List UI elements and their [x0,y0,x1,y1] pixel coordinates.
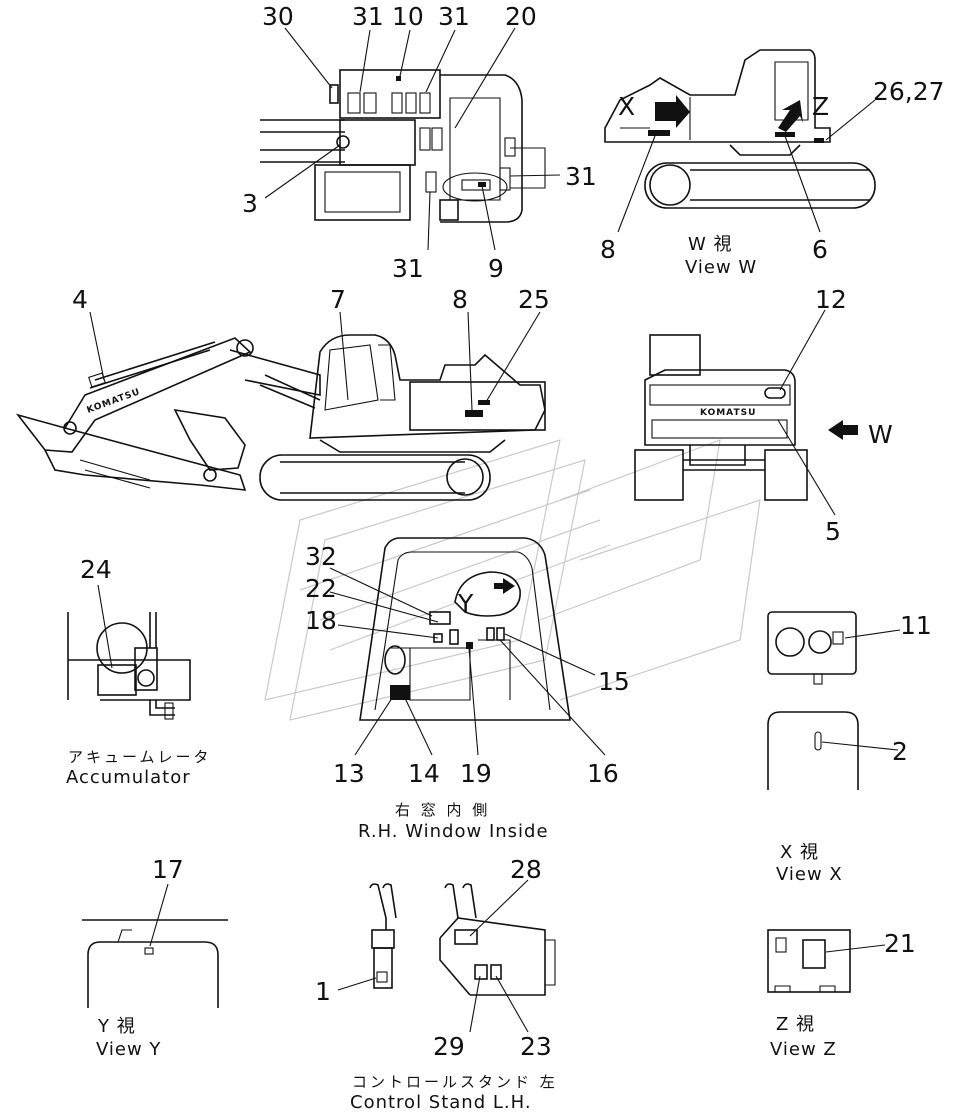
callout-3: 3 [242,189,258,218]
view-z-figure [767,929,851,993]
caption-view-z-jp: Z 視 [776,1014,815,1035]
brand-komatsu-rear: KOMATSU [700,408,756,418]
callout-9: 9 [488,254,504,283]
callout-10: 10 [392,2,424,31]
label-z: Z [812,92,829,121]
view-y-figure [82,919,228,1008]
label-y: Y [457,589,474,618]
watermark [264,439,761,721]
callout-26-27: 26,27 [873,77,945,106]
callout-32: 32 [305,542,337,571]
callout-31c: 31 [565,162,597,191]
callouts-control-stand: 28 1 29 23 コントロールスタンド 左 Control Stand L.… [315,855,558,1113]
callout-14: 14 [408,759,440,788]
callouts-top-view: 30 31 10 31 20 3 31 31 9 [242,2,597,283]
callout-11: 11 [900,611,932,640]
caption-view-z-en: View Z [770,1039,837,1060]
callout-19: 19 [460,759,492,788]
callout-18: 18 [305,606,337,635]
top-view-figure [260,69,546,223]
callouts-rh-window: 32 22 18 15 16 13 14 19 Y 右 窓 内 側 R.H. W… [305,542,630,842]
callout-5: 5 [825,517,841,546]
rh-window-figure [359,537,571,721]
view-x-figure [767,611,859,790]
callout-4: 4 [72,285,88,314]
callout-17: 17 [152,855,184,884]
caption-rh-window-jp: 右 窓 内 側 [395,801,490,819]
callout-22: 22 [305,574,337,603]
control-stand-figure [369,883,556,996]
caption-view-y-jp: Y 視 [97,1016,136,1037]
callout-15: 15 [598,667,630,696]
caption-accumulator-jp: アキュームレータ [68,748,212,766]
label-x: X [618,92,635,121]
excavator-side-figure [15,334,546,501]
callout-1: 1 [315,977,331,1006]
callout-7: 7 [330,285,346,314]
callouts-rear: 12 5 W KOMATSU [700,285,893,546]
callout-28: 28 [510,855,542,884]
view-w-figure [604,49,876,209]
callouts-view-y: 17 Y 視 View Y [96,855,184,1060]
accumulator-figure [67,612,191,720]
callout-23: 23 [520,1032,552,1061]
caption-view-w-jp: W 視 [688,234,733,255]
caption-view-y-en: View Y [96,1039,161,1060]
caption-control-stand-en: Control Stand L.H. [350,1092,532,1113]
caption-view-w-en: View W [685,257,757,278]
callout-2: 2 [892,737,908,766]
callout-29: 29 [433,1032,465,1061]
rear-view-figure [634,334,858,501]
callouts-view-x: 11 2 X 視 View X [776,611,932,885]
callout-16: 16 [587,759,619,788]
label-w: W [868,420,893,449]
caption-view-x-jp: X 視 [780,842,819,863]
callout-31d: 31 [392,254,424,283]
callouts-view-z: 21 Z 視 View Z [770,929,916,1060]
callouts-accumulator: 24 アキュームレータ Accumulator [66,555,212,788]
callouts-view-w: X Z 26,27 8 6 W 視 View W [600,77,945,278]
callout-25: 25 [518,285,550,314]
caption-control-stand-jp: コントロールスタンド 左 [352,1073,558,1091]
callout-6: 6 [812,235,828,264]
caption-view-x-en: View X [776,864,843,885]
callout-31b: 31 [438,2,470,31]
callout-30: 30 [262,2,294,31]
callout-8b: 8 [452,285,468,314]
caption-rh-window-en: R.H. Window Inside [358,821,549,842]
callout-21: 21 [884,929,916,958]
callout-20: 20 [505,2,537,31]
callout-12: 12 [815,285,847,314]
callout-31a: 31 [352,2,384,31]
callout-8a: 8 [600,235,616,264]
callout-24: 24 [80,555,112,584]
caption-accumulator-en: Accumulator [66,767,191,788]
callout-13: 13 [333,759,365,788]
